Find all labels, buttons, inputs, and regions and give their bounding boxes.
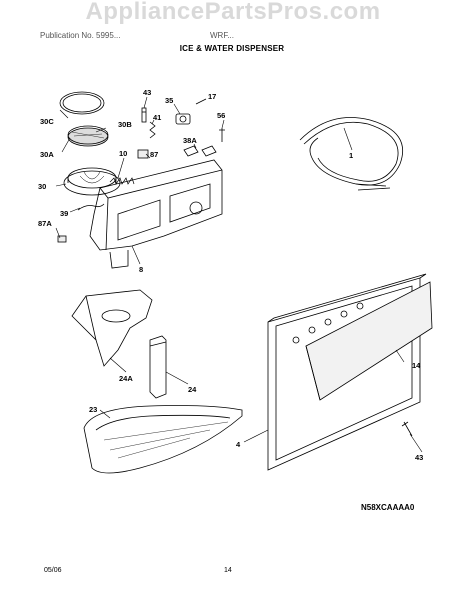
part-4-front-panel bbox=[267, 273, 427, 471]
watermark-logo: AppliancePartsPros.com bbox=[85, 0, 381, 25]
label-30: 30 bbox=[38, 182, 46, 191]
part-87a-switch bbox=[57, 235, 67, 243]
label-4: 4 bbox=[236, 440, 241, 449]
label-43: 43 bbox=[143, 88, 151, 97]
label-35: 35 bbox=[165, 96, 173, 105]
part-43-screw bbox=[141, 107, 147, 123]
label-56: 56 bbox=[217, 111, 225, 120]
label-30c: 30C bbox=[40, 117, 54, 126]
part-number-labels: 43 35 17 30C 30B 41 56 30A 10 87 38A 1 3… bbox=[38, 88, 423, 462]
label-24a: 24A bbox=[119, 374, 133, 383]
label-87: 87 bbox=[150, 150, 158, 159]
part-56-screw bbox=[219, 128, 225, 142]
part-41-clip bbox=[149, 121, 156, 139]
label-41: 41 bbox=[153, 113, 161, 122]
label-39: 39 bbox=[60, 209, 68, 218]
part-8-housing bbox=[89, 159, 223, 269]
part-14-overlay bbox=[305, 281, 433, 401]
part-30-auger-ring bbox=[63, 167, 121, 196]
part-87-switch bbox=[137, 149, 149, 159]
publication-number: Publication No. 5995... bbox=[40, 31, 121, 40]
label-14: 14 bbox=[412, 361, 421, 370]
part-10-spring bbox=[109, 177, 135, 185]
label-10: 10 bbox=[119, 149, 127, 158]
model-number: WRF... bbox=[210, 31, 234, 40]
part-30b-filter bbox=[67, 125, 109, 147]
part-17-screw bbox=[195, 98, 207, 105]
part-23-drip-tray bbox=[83, 405, 243, 474]
label-24: 24 bbox=[188, 385, 197, 394]
page-title: ICE & WATER DISPENSER bbox=[179, 44, 285, 53]
label-30b: 30B bbox=[118, 120, 132, 129]
leader-lines bbox=[55, 96, 423, 453]
diagram-code: N58XCAAAA0 bbox=[361, 503, 415, 512]
label-17: 17 bbox=[208, 92, 216, 101]
part-24-actuator bbox=[149, 335, 167, 399]
footer-page-number: 14 bbox=[224, 567, 232, 574]
part-38a-brackets bbox=[183, 145, 217, 157]
label-1: 1 bbox=[349, 151, 353, 160]
part-24a-chute bbox=[71, 289, 153, 367]
label-23: 23 bbox=[89, 405, 97, 414]
label-43-lower: 43 bbox=[415, 453, 423, 462]
part-43-lower-screw bbox=[401, 421, 413, 437]
part-1-tubing bbox=[299, 117, 404, 191]
label-30a: 30A bbox=[40, 150, 54, 159]
footer-date: 05/06 bbox=[44, 567, 62, 574]
label-38a: 38A bbox=[183, 136, 197, 145]
part-35-solenoid bbox=[175, 113, 191, 125]
label-87a: 87A bbox=[38, 219, 52, 228]
label-8: 8 bbox=[139, 265, 143, 274]
part-30c-gasket bbox=[59, 91, 105, 115]
part-39-harness bbox=[77, 203, 105, 211]
